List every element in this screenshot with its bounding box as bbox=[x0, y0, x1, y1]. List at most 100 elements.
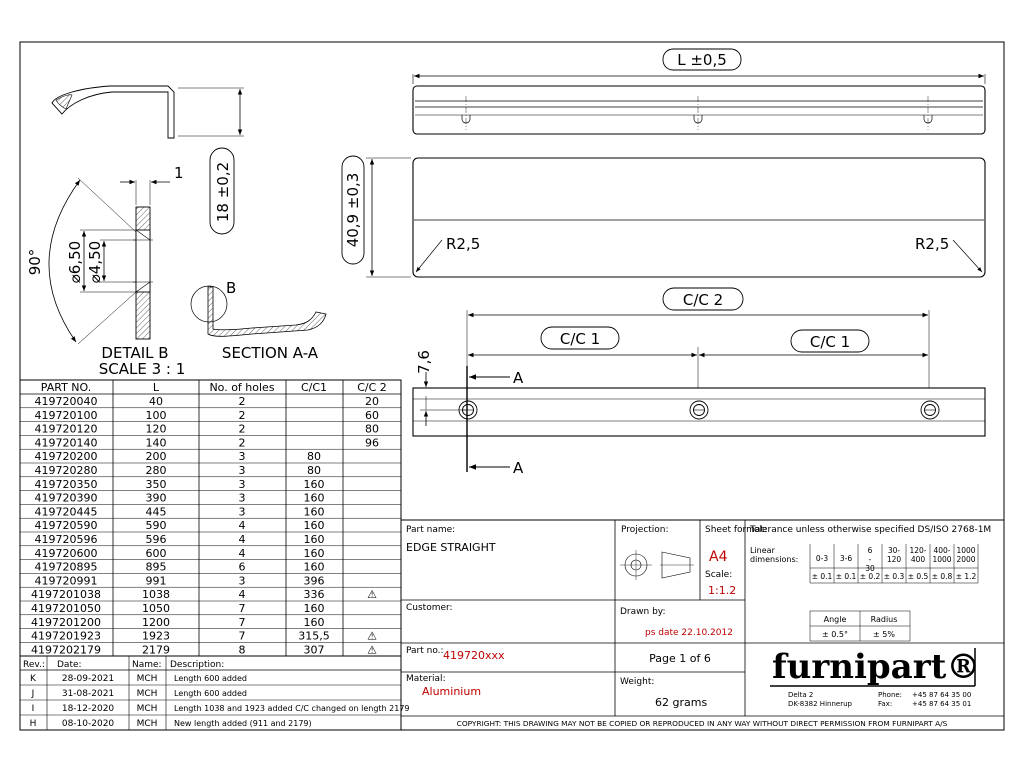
tolerance-value: ± 0.5 bbox=[908, 572, 929, 581]
tolerance-range: 3-6 bbox=[840, 554, 852, 563]
detail-scale: SCALE 3 : 1 bbox=[99, 360, 186, 378]
parts-cell: 4197201050 bbox=[31, 602, 101, 615]
tolerance-range: 30 bbox=[865, 564, 875, 573]
drawn-by-label: Drawn by: bbox=[620, 607, 666, 617]
parts-cell: 4 bbox=[239, 533, 246, 546]
part-name-value: EDGE STRAIGHT bbox=[406, 541, 496, 554]
section-mark-top: A bbox=[513, 369, 524, 387]
revision-cell: MCH bbox=[137, 719, 158, 729]
parts-cell: 160 bbox=[304, 505, 325, 518]
parts-cell: 3 bbox=[239, 505, 246, 518]
tolerance-range: 400 bbox=[911, 555, 926, 564]
address-line-2: DK-8382 Hinnerup bbox=[788, 700, 853, 708]
revision-cell: Length 600 added bbox=[174, 689, 247, 698]
parts-cell: 419720895 bbox=[35, 561, 98, 574]
depth-dim-label: 18 ±0,2 bbox=[214, 162, 232, 222]
parts-cell: 445 bbox=[146, 505, 167, 518]
parts-cell: 160 bbox=[304, 616, 325, 629]
hole-view-body bbox=[412, 387, 986, 437]
parts-cell: 3 bbox=[239, 492, 246, 505]
parts-cell: 895 bbox=[146, 561, 167, 574]
radius-tol-label: Radius bbox=[871, 615, 898, 624]
tolerance-table: 0-3± 0.13-6± 0.16-30± 0.230-120± 0.3120-… bbox=[809, 544, 979, 583]
parts-cell: 80 bbox=[307, 450, 321, 463]
parts-cell: 140 bbox=[146, 436, 167, 449]
parts-cell: 2179 bbox=[142, 643, 170, 656]
hole-2 bbox=[689, 400, 709, 420]
parts-cell: 160 bbox=[304, 547, 325, 560]
parts-cell: 4197202179 bbox=[31, 643, 101, 656]
sheet-format-value: A4 bbox=[709, 549, 728, 565]
parts-cell: 419720280 bbox=[35, 464, 98, 477]
revision-cell: J bbox=[31, 689, 35, 699]
parts-cell: 7 bbox=[239, 630, 246, 643]
parts-cell: 4197201923 bbox=[31, 630, 101, 643]
parts-cell: 315,5 bbox=[298, 630, 330, 643]
revision-cell: Length 600 added bbox=[174, 674, 247, 683]
tolerance-range: 2000 bbox=[956, 555, 975, 564]
tolerance-value: ± 0.2 bbox=[860, 572, 881, 581]
radius-right-label: R2,5 bbox=[915, 235, 949, 253]
parts-cell: 20 bbox=[365, 395, 379, 408]
fax-value: +45 87 64 35 01 bbox=[912, 700, 971, 708]
tolerance-range: 30- bbox=[888, 546, 901, 555]
parts-cell: 100 bbox=[146, 409, 167, 422]
parts-cell: 80 bbox=[365, 423, 379, 436]
parts-cell: 419720390 bbox=[35, 492, 98, 505]
title-block: Part name: EDGE STRAIGHT Projection: She… bbox=[400, 519, 1005, 731]
diameter-inner-label: ⌀4,50 bbox=[86, 241, 104, 283]
parts-cell: 419720600 bbox=[35, 547, 98, 560]
parts-cell: 8 bbox=[239, 643, 246, 656]
linear-label: Linear bbox=[750, 546, 776, 555]
parts-cell: 419720140 bbox=[35, 436, 98, 449]
parts-cell: 2 bbox=[239, 436, 246, 449]
wall-thickness-label: 1 bbox=[174, 164, 184, 182]
revision-cell: 28-09-2021 bbox=[62, 674, 114, 684]
angle-tol-value: ± 0.5° bbox=[822, 630, 848, 639]
parts-cell: 80 bbox=[307, 464, 321, 477]
parts-cell: 4 bbox=[239, 519, 246, 532]
revision-cell: H bbox=[30, 719, 37, 729]
brand-logo: furnipart® bbox=[772, 647, 980, 687]
parts-cell: 160 bbox=[304, 519, 325, 532]
parts-cell: 350 bbox=[146, 478, 167, 491]
top-view: L ±0,5 bbox=[412, 48, 986, 135]
drawn-by-value: ps date 22.10.2012 bbox=[645, 628, 733, 638]
parts-cell: 60 bbox=[365, 409, 379, 422]
parts-cell: 3 bbox=[239, 450, 246, 463]
revision-cell: Length 1038 and 1923 added C/C changed o… bbox=[174, 704, 410, 713]
cc1-right-dim-label: C/C 1 bbox=[810, 333, 850, 351]
parts-cell: 419720596 bbox=[35, 533, 98, 546]
rev-header-date: Date: bbox=[57, 660, 82, 670]
customer-label: Customer: bbox=[406, 603, 453, 613]
part-no-label: Part no.: bbox=[406, 646, 444, 656]
revision-cell: I bbox=[32, 704, 35, 714]
parts-cell: 600 bbox=[146, 547, 167, 560]
tolerance-range: 120 bbox=[887, 555, 902, 564]
parts-cell: 160 bbox=[304, 561, 325, 574]
parts-cell: 336 bbox=[304, 588, 325, 601]
revision-cell: 31-08-2021 bbox=[62, 689, 114, 699]
parts-cell: 3 bbox=[239, 464, 246, 477]
page-indicator: Page 1 of 6 bbox=[649, 652, 711, 665]
section-title: SECTION A-A bbox=[222, 344, 319, 362]
length-dim-label: L ±0,5 bbox=[677, 51, 727, 69]
projection-label: Projection: bbox=[621, 525, 669, 535]
parts-header-cc2: C/C 2 bbox=[357, 381, 387, 394]
detail-b: ⌀6,50 ⌀4,50 1 90° DETAIL B SCALE 3 : 1 bbox=[26, 164, 185, 378]
revision-cell: 08-10-2020 bbox=[62, 719, 115, 729]
parts-cell: 6 bbox=[239, 561, 246, 574]
revision-cell: New length added (911 and 2179) bbox=[174, 719, 312, 728]
warning-icon: ⚠ bbox=[367, 643, 377, 656]
tolerance-range: - bbox=[869, 555, 872, 564]
material-value: Aluminium bbox=[422, 685, 481, 698]
part-name-label: Part name: bbox=[406, 525, 455, 535]
hole-1 bbox=[458, 400, 478, 420]
parts-cell: 3 bbox=[239, 478, 246, 491]
tolerance-range: 120- bbox=[909, 546, 926, 555]
parts-cell: 2 bbox=[239, 423, 246, 436]
parts-cell: 1038 bbox=[142, 588, 170, 601]
parts-cell: 596 bbox=[146, 533, 167, 546]
revision-cell: 18-12-2020 bbox=[62, 704, 115, 714]
